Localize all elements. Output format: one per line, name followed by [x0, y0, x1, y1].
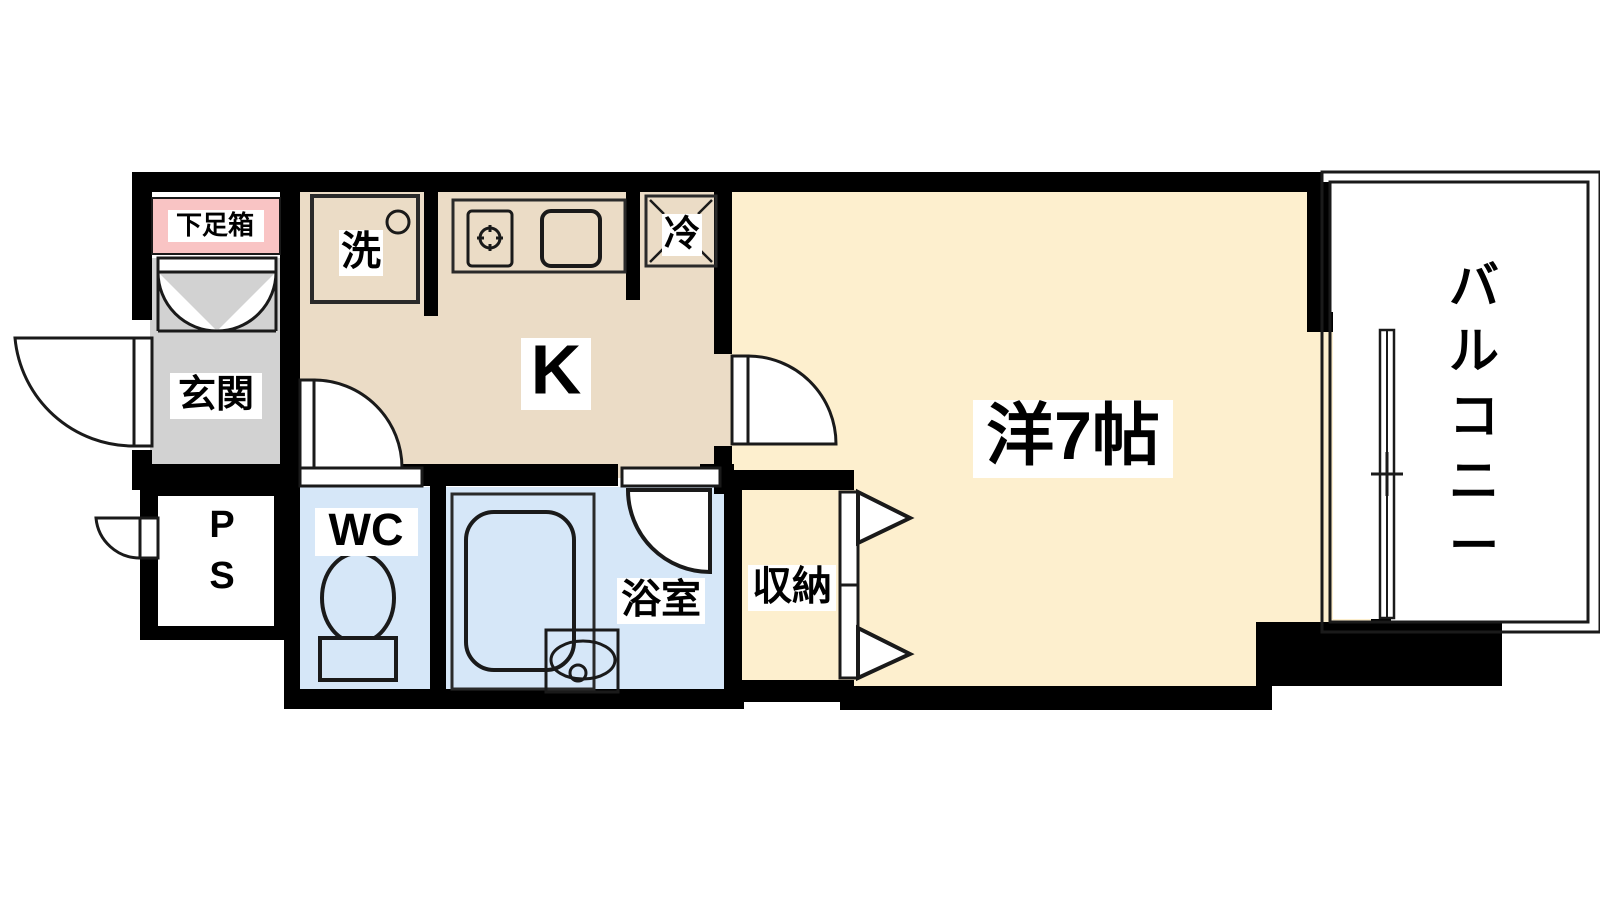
room-labels: 下足箱 玄関 洗 K 冷 P S WC [168, 210, 1499, 624]
balcony-sliding-door[interactable] [1371, 328, 1403, 620]
stove-burner [466, 209, 514, 268]
balcony-label-char-3: コ [1449, 388, 1499, 444]
label-shoe-box: 下足箱 [168, 210, 264, 242]
balcony-label-char-4: ニ [1449, 453, 1499, 509]
bathroom-door-sill [620, 466, 722, 488]
label-pipe-shaft: P S [209, 504, 234, 597]
wall-entrance-bottom [132, 464, 302, 484]
toilet-door-sill [298, 466, 424, 488]
washer-drain-pan [310, 194, 420, 304]
entrance-double-door[interactable] [156, 256, 278, 333]
bathroom-door[interactable] [625, 488, 712, 575]
main-room-door[interactable] [730, 354, 838, 446]
toilet-label: WC [329, 504, 404, 555]
wall-kitchen-bottom-2 [440, 464, 618, 486]
balcony-label-char-2: ル [1449, 323, 1499, 379]
label-closet: 収納 [748, 565, 836, 611]
wall-entrance-right [280, 172, 300, 480]
balcony-area [1320, 170, 1600, 634]
structural-walls [132, 172, 1502, 710]
closet-folding-doors[interactable] [838, 488, 915, 682]
bath-vanity-basin [544, 628, 620, 694]
balcony-outer-rail-2 [1320, 170, 1600, 634]
label-bathroom: 浴室 [617, 578, 705, 624]
wall-ps-bottom [140, 624, 288, 640]
balcony-label-char-5: ー [1449, 518, 1499, 574]
front-entrance-door[interactable] [13, 336, 154, 448]
label-kitchen: K [521, 330, 591, 410]
kitchen-counter [451, 198, 627, 274]
bathtub-fixture [464, 510, 576, 672]
kitchen-label: K [531, 330, 582, 408]
kitchen-area [298, 194, 838, 470]
wall-toilet-left [284, 480, 300, 695]
balcony-label-char-1: バ [1449, 258, 1499, 314]
refrigerator-label: 冷 [664, 213, 700, 254]
wall-toilet-right [430, 480, 446, 695]
label-entrance: 玄関 [170, 373, 262, 419]
wall-counter-right [626, 190, 640, 300]
pipe-shaft-label-line-1: P [209, 504, 234, 546]
label-washer: 洗 [339, 230, 383, 276]
shoe-box-outline [151, 197, 281, 255]
wall-room-right-upper [1307, 182, 1329, 332]
pipe-shaft-door[interactable] [94, 516, 160, 560]
toilet-fixture [318, 551, 398, 682]
label-balcony: バ ル コ ニ ー [1449, 258, 1499, 574]
pipe-shaft-label-line-2: S [209, 555, 234, 597]
balcony-inner-rail-2 [1328, 180, 1590, 624]
label-toilet: WC [315, 504, 418, 556]
wall-ps-left-bottom [140, 556, 160, 640]
wall-bathroom-right [724, 480, 742, 695]
wall-ps-top [140, 482, 288, 498]
entrance-area [13, 197, 281, 448]
main-room-label: 洋7帖 [986, 398, 1160, 474]
label-main-room: 洋7帖 [973, 398, 1173, 478]
ps-interior [158, 496, 274, 626]
bathroom-room [450, 466, 722, 694]
entrance-label: 玄関 [178, 374, 254, 416]
wall-left-upper [132, 172, 152, 320]
label-refrigerator: 冷 [662, 213, 702, 256]
shoe-box-label: 下足箱 [176, 210, 254, 240]
closet-label: 収納 [752, 565, 832, 609]
wall-closet-top [730, 470, 854, 490]
balcony-slab [1333, 185, 1585, 619]
closet-area [838, 488, 915, 682]
kitchen-entry-door[interactable] [298, 378, 404, 470]
washer-label: 洗 [341, 230, 381, 274]
unit-bath-outline [450, 492, 596, 691]
pipe-shaft-area [94, 496, 274, 626]
wall-room-bottom [840, 686, 1272, 710]
wall-washer-right [424, 190, 438, 316]
wall-kitchen-right [714, 182, 732, 354]
bathroom-label: 浴室 [621, 578, 701, 622]
kitchen-sink [540, 209, 602, 268]
toilet-room [298, 466, 424, 682]
wall-wet-bottom [284, 689, 744, 709]
wall-closet-bottom [730, 680, 854, 702]
